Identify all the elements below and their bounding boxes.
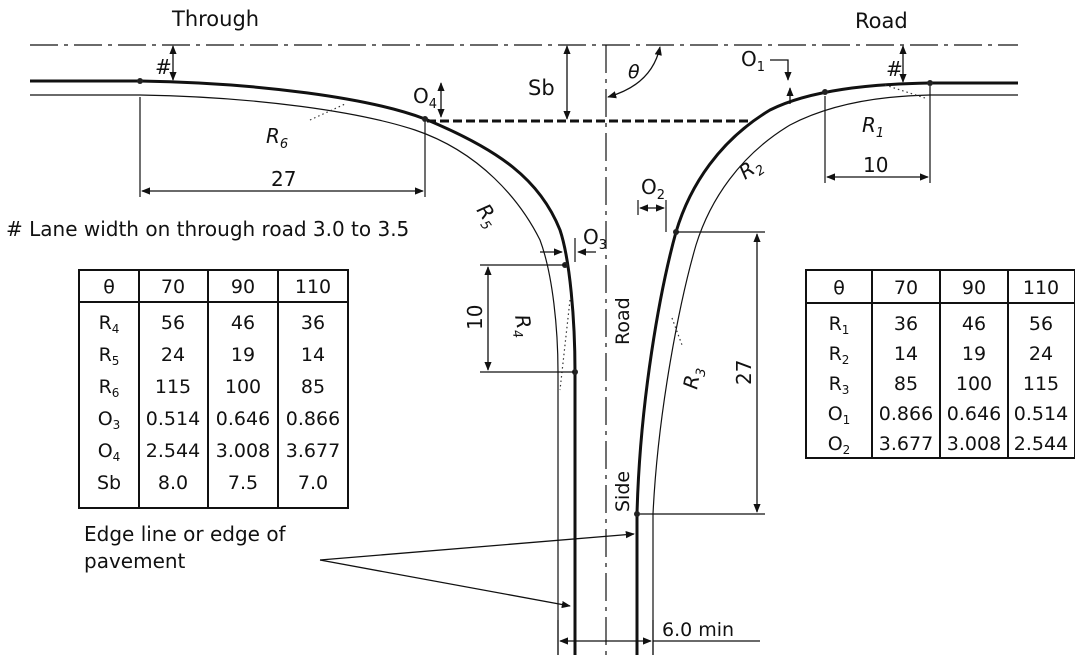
left-table-cell: 0.514 (146, 408, 200, 430)
right-table-cell: 46 (962, 313, 986, 335)
label-road-top: Road (855, 9, 908, 33)
label-six-min: 6.0 min (662, 619, 734, 641)
left-table-cell: 36 (301, 312, 325, 334)
label-sb: Sb (528, 76, 555, 100)
edge-leader-2 (319, 531, 635, 561)
left-table-cell: 2.544 (146, 440, 200, 462)
right-edge-line-thick (635, 81, 1018, 655)
right-table-cell: 0.514 (1014, 403, 1068, 425)
label-r5: R5 (469, 199, 505, 233)
right-table-cell: 2.544 (1014, 433, 1068, 455)
theta-arc (607, 46, 662, 99)
right-table-cell: 36 (894, 313, 918, 335)
right-table-cell: 115 (1023, 373, 1059, 395)
label-road-side: Road (612, 297, 634, 345)
left-table-cell: 0.646 (216, 408, 270, 430)
right-table-cell: 56 (1029, 313, 1053, 335)
edge-leader-1 (319, 559, 571, 609)
right-table-cell: 85 (894, 373, 918, 395)
right-table-row-label: R2 (829, 343, 850, 367)
left-table-row-label: O3 (98, 408, 121, 432)
tangent-point-left (137, 78, 143, 84)
label-theta: θ (628, 61, 640, 83)
right-table-row-label: O2 (828, 433, 851, 457)
left-table-row-label: O4 (98, 440, 121, 464)
left-table-cell: 115 (155, 376, 191, 398)
left-table-cell: 3.008 (216, 440, 270, 462)
label-side: Side (612, 471, 634, 512)
tangent-point-o2 (673, 229, 679, 235)
label-r3: R3 (678, 365, 709, 392)
label-dim-27-left: 27 (271, 167, 296, 191)
right-table-row-label: O1 (828, 403, 851, 427)
label-o2: O2 (641, 175, 665, 203)
right-table-header-0: θ (833, 277, 845, 299)
left-table-header-2: 90 (231, 276, 255, 298)
right-table-cell: 14 (894, 343, 918, 365)
tangent-point-right (927, 80, 933, 86)
left-table-row-label: R6 (99, 376, 120, 400)
edge-note-line2: pavement (84, 549, 186, 573)
left-pavement-edge (30, 94, 559, 655)
right-pavement-edge (652, 94, 1018, 655)
right-table-cell: 24 (1029, 343, 1053, 365)
left-table-cell: 85 (301, 376, 325, 398)
label-through: Through (171, 7, 259, 31)
right-table-header-2: 90 (962, 277, 986, 299)
left-edge-line-thick (30, 79, 577, 655)
label-r6: R6 (266, 124, 288, 152)
tangent-point-right-lower (634, 511, 640, 517)
right-table-cell: 3.677 (879, 433, 933, 455)
left-table-cell: 100 (225, 376, 261, 398)
left-table-cell: 56 (161, 312, 185, 334)
right-table-cell: 0.646 (947, 403, 1001, 425)
label-r1: R1 (862, 113, 884, 141)
left-table-cell: 14 (301, 344, 325, 366)
o1-leader (770, 59, 792, 81)
tangent-point-left-lower (572, 369, 578, 375)
lane-width-note: # Lane width on through road 3.0 to 3.5 (6, 217, 409, 241)
label-r4: R4 (506, 313, 537, 340)
left-table-cell: 8.0 (158, 472, 188, 494)
left-table-row-label: R4 (99, 312, 120, 336)
left-table-cell: 46 (231, 312, 255, 334)
left-table-header-1: 70 (161, 276, 185, 298)
label-hash-right: # (886, 57, 903, 81)
label-dim-27-right: 27 (732, 360, 756, 385)
edge-note-line1: Edge line or edge of (84, 522, 287, 546)
label-r2: R2 (734, 152, 768, 188)
right-table-cell: 19 (962, 343, 986, 365)
left-table-cell: 19 (231, 344, 255, 366)
label-o1: O1 (741, 47, 765, 75)
right-table-cell: 0.866 (879, 403, 933, 425)
left-table-cell: 24 (161, 344, 185, 366)
right-table-row-label: R3 (829, 373, 850, 397)
right-table-header-3: 110 (1023, 277, 1059, 299)
tangent-point-o1 (822, 89, 828, 95)
left-table-cell: 7.0 (298, 472, 328, 494)
right-table-cell: 100 (956, 373, 992, 395)
label-hash-left: # (155, 55, 172, 79)
left-table-header-0: θ (103, 276, 115, 298)
right-table-cell: 3.008 (947, 433, 1001, 455)
label-o3: O3 (583, 225, 607, 253)
label-o4: O4 (413, 84, 437, 112)
left-table-row-label: R5 (99, 344, 120, 368)
left-table-row-label: Sb (97, 472, 121, 494)
construction-curve-left (309, 103, 346, 121)
label-dim-10-right: 10 (863, 153, 888, 177)
construction-curve-right-lower (671, 317, 683, 346)
right-table-row-label: R1 (829, 313, 850, 337)
left-table-cell: 3.677 (286, 440, 340, 462)
left-table-cell: 7.5 (228, 472, 258, 494)
left-table-cell: 0.866 (286, 408, 340, 430)
construction-curve-left-lower (559, 299, 571, 391)
tangent-point-o4 (422, 116, 428, 122)
label-dim-10-left: 10 (463, 305, 487, 330)
right-table-header-1: 70 (894, 277, 918, 299)
left-table-header-3: 110 (295, 276, 331, 298)
